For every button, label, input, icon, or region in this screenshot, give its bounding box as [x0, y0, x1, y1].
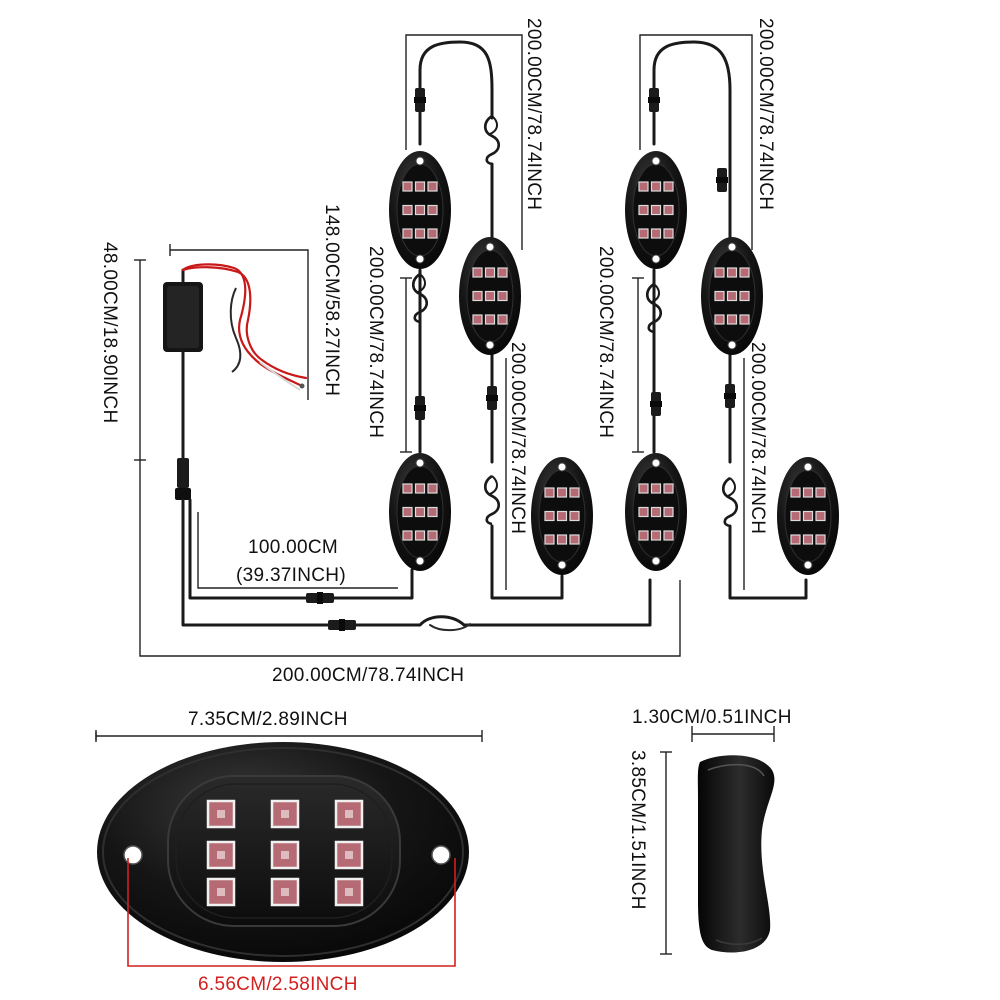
left-chain-wires — [411, 40, 564, 600]
dim-label-controller-drop: 48.00CM/18.90INCH — [99, 242, 120, 423]
right-chain-wires — [645, 40, 808, 600]
led-grid — [206, 799, 364, 907]
dim-label-cable-lower-left: 200.00CM/78.74INCH — [507, 342, 528, 534]
dim-label-power-lead: 148.00CM/58.27INCH — [321, 204, 342, 396]
power-leads — [181, 263, 308, 391]
dim-label-hole-spacing: 6.56CM/2.58INCH — [198, 974, 358, 995]
right-chain-pods — [624, 150, 840, 576]
controller-box — [163, 268, 203, 500]
large-pod-front-view: 7.35CM/2.89INCH 6.56CM/2.58INCH — [95, 709, 483, 995]
dim-label-branch-cm: 100.00CM — [248, 537, 338, 558]
main-wires — [181, 498, 652, 632]
dimension-lines — [134, 34, 753, 657]
dim-label-cable-lower-right: 200.00CM/78.74INCH — [747, 342, 768, 534]
dim-label-pod-height: 3.85CM/1.51INCH — [627, 750, 648, 910]
pod-side-profile: 1.30CM/0.51INCH 3.85CM/1.51INCH — [627, 707, 792, 955]
dim-label-cable-mid-left: 200.00CM/78.74INCH — [365, 246, 386, 438]
dim-label-cable-top-right: 200.00CM/78.74INCH — [755, 18, 776, 210]
dim-label-cable-mid-right: 200.00CM/78.74INCH — [595, 246, 616, 438]
dim-label-branch-inch: (39.37INCH) — [236, 565, 346, 586]
dim-label-main-run: 200.00CM/78.74INCH — [272, 665, 464, 686]
dim-label-cable-top-left: 200.00CM/78.74INCH — [523, 18, 544, 210]
dim-label-pod-depth: 1.30CM/0.51INCH — [632, 707, 792, 728]
dim-label-pod-length: 7.35CM/2.89INCH — [188, 709, 348, 730]
